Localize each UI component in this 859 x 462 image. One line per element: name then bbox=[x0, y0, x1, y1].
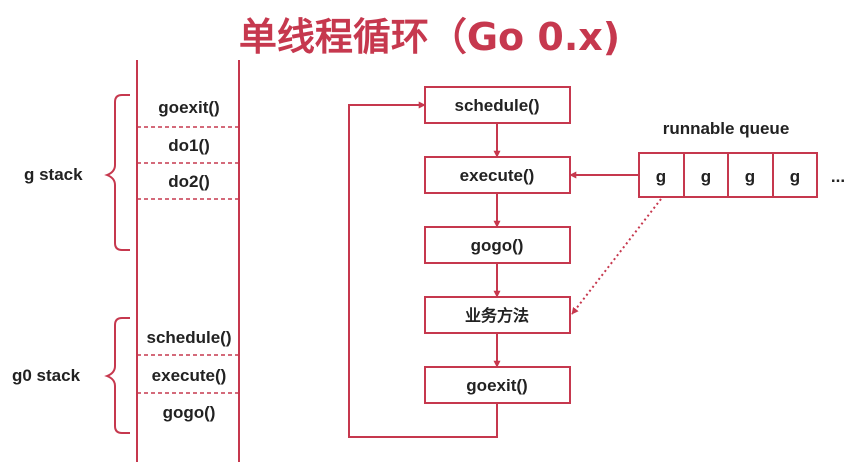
flow-box-label: 业务方法 bbox=[465, 306, 529, 325]
runnable-queue-label: runnable queue bbox=[663, 119, 790, 138]
flow-box-schedule bbox=[424, 86, 571, 124]
flow-box-label: gogo() bbox=[471, 236, 524, 255]
queue-item: g bbox=[701, 167, 711, 186]
flow-box-label: schedule() bbox=[454, 96, 539, 115]
g-to-business-method-arrow bbox=[571, 198, 662, 315]
g0-stack-label: g0 stack bbox=[12, 366, 81, 385]
g-stack-label: g stack bbox=[24, 165, 83, 184]
flow-box-label: goexit() bbox=[466, 376, 527, 395]
flow-box-goexit bbox=[424, 366, 571, 404]
page-title: 单线程循环（Go 0.x) bbox=[238, 15, 621, 59]
queue-ellipsis: ... bbox=[831, 167, 845, 186]
queue-item: g bbox=[656, 167, 666, 186]
loop-back-arrow bbox=[348, 101, 498, 438]
g-stack-frame: do1() bbox=[168, 136, 210, 155]
g-stack-brace bbox=[104, 94, 130, 251]
flow-box-business-method bbox=[424, 296, 571, 334]
g0-stack-frame: execute() bbox=[152, 366, 227, 385]
flow-box-label: execute() bbox=[460, 166, 535, 185]
g0-stack-frame: gogo() bbox=[163, 403, 216, 422]
g0-stack-brace bbox=[104, 317, 130, 434]
g-stack-frame: goexit() bbox=[158, 98, 219, 117]
g-stack-frame: do2() bbox=[168, 172, 210, 191]
g0-stack-frame: schedule() bbox=[146, 328, 231, 347]
queue-item: g bbox=[790, 167, 800, 186]
queue-item: g bbox=[745, 167, 755, 186]
